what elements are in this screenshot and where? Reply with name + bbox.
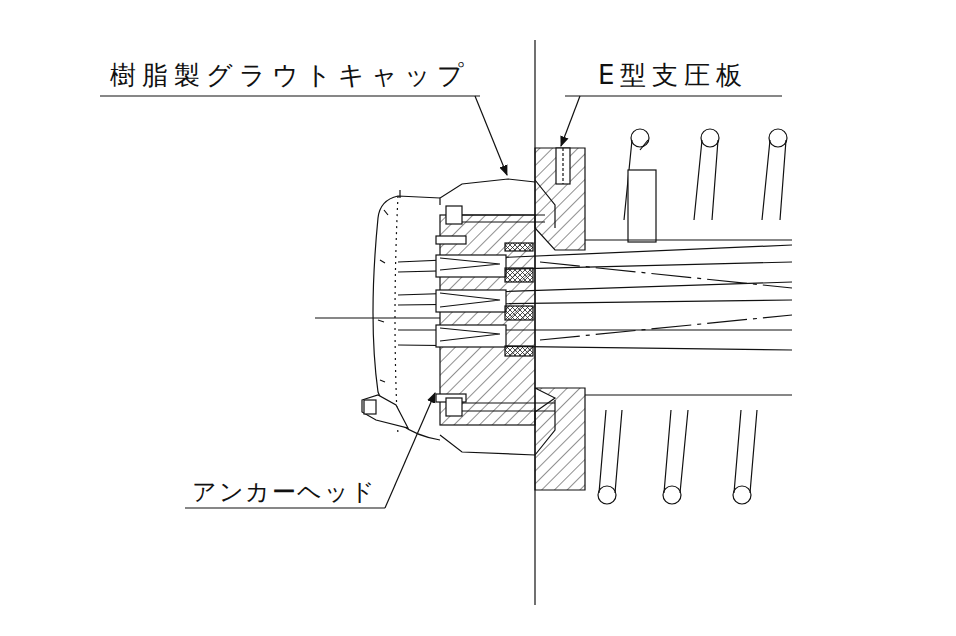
part-name: アンカーヘッド xyxy=(192,480,377,504)
part-name: 樹脂製グラウトキャップ xyxy=(110,62,470,88)
part-name: E型支圧板 xyxy=(598,62,748,88)
